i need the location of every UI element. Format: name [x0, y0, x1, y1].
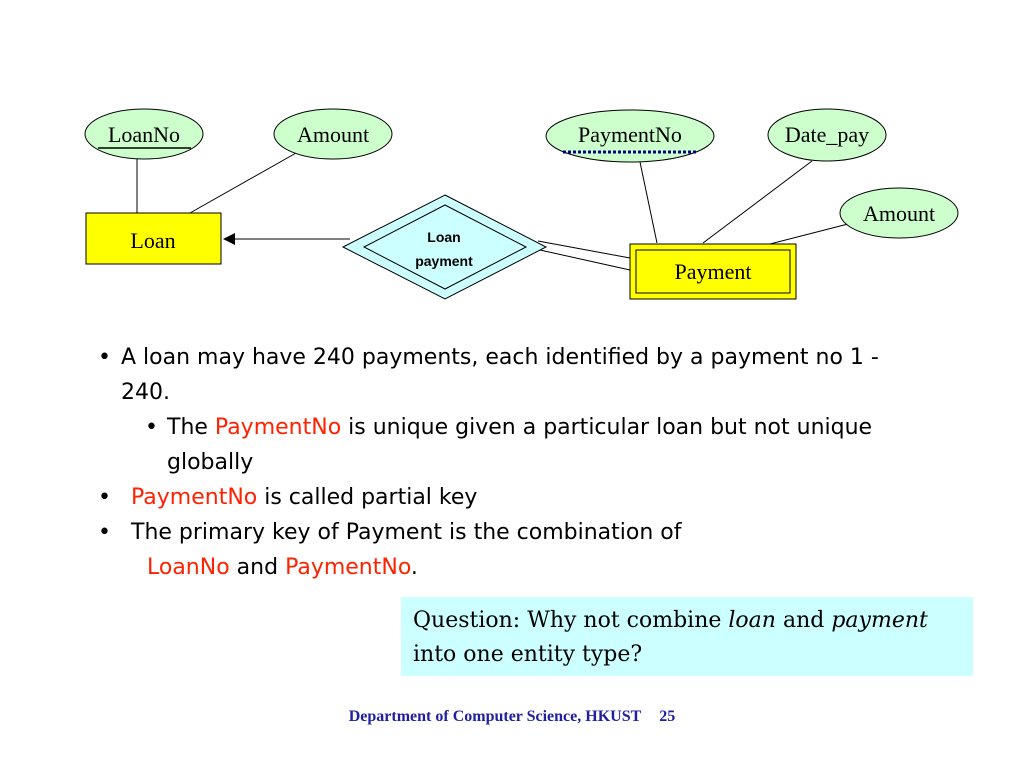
attribute-loan-amount-label: Amount: [297, 122, 369, 147]
bullet-list: • A loan may have 240 payments, each ide…: [98, 340, 918, 585]
bullet-item-3: • PaymentNo is called partial key: [98, 480, 918, 515]
attribute-loanno: LoanNo: [84, 108, 204, 160]
attribute-payment-amount: Amount: [839, 187, 959, 239]
bullet-3-text-post: is called partial key: [257, 485, 478, 510]
total-participation-line-2: [539, 249, 631, 271]
connector-lines: [136, 152, 849, 271]
bullet-4-highlight-loanno: LoanNo: [147, 555, 230, 580]
bullet-item-1: • A loan may have 240 payments, each ide…: [98, 340, 918, 410]
bullet-4-highlight-paymentno: PaymentNo: [285, 555, 411, 580]
question-box: Question: Why not combine loan and payme…: [401, 597, 973, 676]
amount-loan-line: [189, 152, 297, 214]
bullet-icon: •: [145, 415, 158, 440]
footer-page-number: 25: [659, 708, 676, 725]
weak-entity-payment: Payment: [629, 243, 797, 300]
bullet-icon: •: [98, 520, 111, 545]
bullet-4-line-1: The primary key of Payment is the combin…: [131, 520, 682, 545]
bullet-4-line-2: LoanNo and PaymentNo.: [131, 550, 918, 585]
question-text-pre: Question: Why not combine: [413, 608, 729, 633]
bullet-4-text-mid: and: [229, 555, 286, 580]
attribute-loan-amount: Amount: [273, 108, 393, 160]
question-emphasis-loan: loan: [728, 608, 776, 633]
attribute-payment-amount-label: Amount: [863, 201, 935, 226]
entity-loan-label: Loan: [130, 228, 175, 253]
entity-loan: Loan: [85, 212, 222, 265]
datepay-payment-line: [702, 160, 813, 244]
er-diagram: LoanNo Amount PaymentNo Date_pay Amount …: [84, 108, 959, 300]
question-text-mid: and: [775, 608, 832, 633]
bullet-2-text-post: is unique given a particular loan but no…: [167, 415, 873, 475]
bullet-4-text-end: .: [410, 555, 418, 580]
bullet-icon: •: [98, 485, 111, 510]
attribute-date-pay: Date_pay: [767, 108, 887, 162]
question-emphasis-payment: payment: [831, 608, 928, 633]
attribute-date-pay-label: Date_pay: [785, 122, 869, 147]
identifying-relationship-loan-payment: Loan payment: [341, 194, 548, 300]
entity-payment-label: Payment: [675, 259, 752, 284]
amount-payment-line: [761, 223, 849, 247]
relationship-label-line1: Loan: [427, 229, 460, 245]
relationship-label-line2: payment: [415, 253, 473, 269]
attribute-loanno-label: LoanNo: [108, 122, 180, 147]
bullet-item-4: • The primary key of Payment is the comb…: [98, 515, 918, 585]
bullet-2-highlight: PaymentNo: [214, 415, 342, 440]
bullet-3-highlight: PaymentNo: [131, 485, 258, 510]
bullet-2-text-pre: The: [167, 415, 215, 440]
total-participation-line-1: [537, 240, 631, 259]
question-text-post: into one entity type?: [413, 642, 643, 667]
bullet-1-text: A loan may have 240 payments, each ident…: [121, 345, 879, 405]
footer-department: Department of Computer Science, HKUST: [348, 708, 642, 725]
attribute-paymentno-label: PaymentNo: [578, 122, 682, 147]
bullet-icon: •: [98, 345, 111, 370]
slide-footer: Department of Computer Science, HKUST 25: [0, 708, 1024, 726]
paymentno-payment-line: [639, 161, 658, 244]
bullet-item-2: • The PaymentNo is unique given a partic…: [98, 410, 918, 480]
attribute-paymentno: PaymentNo: [545, 109, 715, 163]
